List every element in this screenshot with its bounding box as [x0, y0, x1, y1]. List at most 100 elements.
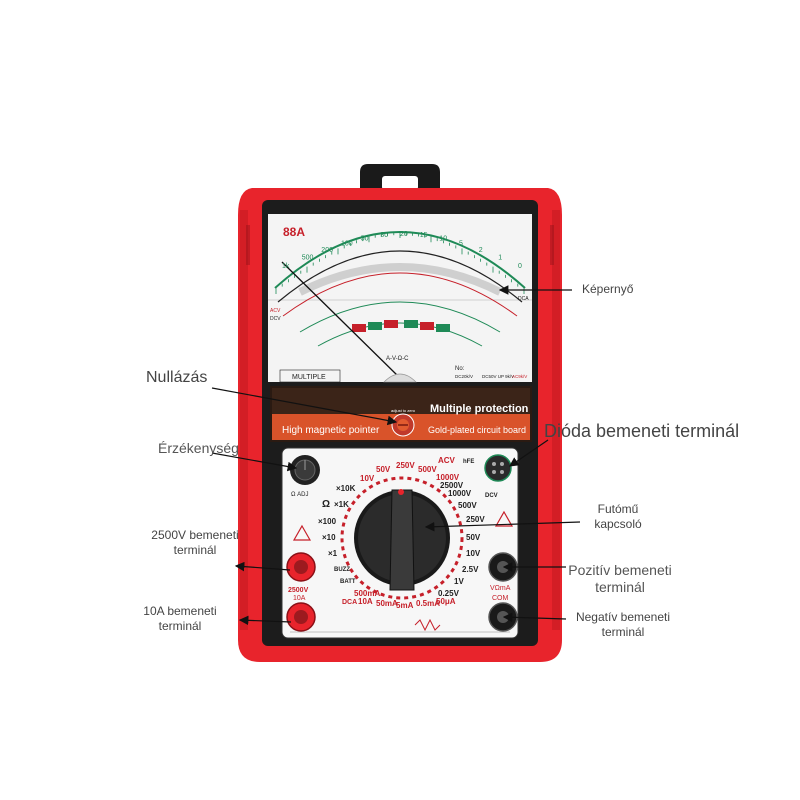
multiple-badge: MULTIPLE	[292, 374, 326, 381]
arrow-sensitivity	[211, 452, 298, 472]
callout-input-10a: 10A bemeneti terminál	[130, 604, 230, 634]
dial-face-label: A-V-Ω-C	[386, 356, 409, 362]
hfe-label: hFE	[463, 459, 474, 465]
dcv-range-label: 10V	[466, 549, 481, 558]
dca-range-label: 5mA	[396, 601, 414, 610]
zero-adjust-caption: adjust to zero	[391, 408, 416, 413]
acv-range-label: 10V	[360, 474, 375, 483]
callout-display: Képernyő	[582, 282, 634, 296]
arrow-negative	[502, 612, 567, 623]
dcv-range-label: 50V	[466, 533, 481, 542]
arrow-10a	[238, 615, 292, 626]
terminal-negative-label: COM	[492, 595, 509, 602]
ohm-symbol: Ω	[322, 499, 330, 510]
hfe-socket[interactable]	[484, 454, 512, 482]
serial-label: No:	[455, 366, 465, 372]
spec-mid: DC50V UP 9k/V	[482, 374, 514, 379]
callout-zero-adjust: Nullázás	[146, 369, 208, 386]
sensitivity-knob[interactable]: Ω ADJ	[290, 455, 320, 498]
dca-range-label: 50mA	[376, 599, 398, 608]
terminal-2500v[interactable]: 2500V	[286, 552, 316, 594]
bottom-decoration	[414, 618, 441, 632]
ohm-tick-label: 1	[498, 255, 502, 262]
dcv-range-label: 0.25V	[438, 589, 460, 598]
ohm-tick-label: 30	[380, 232, 388, 239]
dca-range-label: 500mA	[354, 589, 380, 598]
dca-range-label: 10A	[358, 597, 373, 606]
ohm-range-label: ×1K	[334, 500, 349, 509]
dcv-label: DCV	[485, 493, 498, 499]
callout-selector-line2: kapcsoló	[594, 517, 642, 531]
ohm-range-label: ×100	[318, 517, 337, 526]
callout-input-2500v-line1: 2500V bemeneti	[151, 528, 239, 542]
terminal-10a-label: 10A	[293, 595, 306, 602]
ohm-tick-label: 15	[420, 232, 428, 239]
ohm-tick-label: 10	[439, 235, 447, 242]
callout-selector-line1: Futómű	[597, 502, 639, 516]
dcv-range-label: 2.5V	[462, 565, 479, 574]
ohm-tick-label: 0	[518, 263, 522, 270]
ohm-range-label: ×10K	[336, 484, 356, 493]
spec-right: AC9k/V	[512, 374, 527, 379]
dcv-range-label: 250V	[466, 515, 485, 524]
callout-selector: Futómű kapcsoló	[590, 502, 646, 532]
panel-left-label: High magnetic pointer	[282, 425, 380, 436]
ohm-tick-label: 1k	[282, 263, 290, 270]
ohm-range-label: ×1	[328, 549, 338, 558]
arrow-zero-adjust	[211, 387, 398, 426]
dca-scale-label: DCA	[518, 296, 529, 302]
callout-input-10a-line1: 10A bemeneti	[143, 604, 217, 618]
dca-label: DCA	[342, 599, 357, 606]
buzz-label: BUZZ	[334, 567, 350, 573]
acv-range-label: 500V	[418, 465, 437, 474]
panel-right-label: Gold-plated circuit board	[428, 425, 526, 435]
callout-input-2500v: 2500V bemeneti terminál	[140, 528, 250, 558]
acv-label: ACV	[438, 456, 456, 465]
dcv-range-label: 1000V	[448, 489, 472, 498]
rotary-selector[interactable]	[340, 476, 464, 600]
ohm-range-label: ×10	[322, 533, 336, 542]
callout-negative: Negatív bemeneti terminál	[564, 610, 682, 640]
terminal-positive-label: VΩmA	[490, 585, 511, 592]
zero-adjust-knob[interactable]: adjust to zero	[391, 408, 416, 437]
arrow-selector	[424, 521, 581, 532]
panel-title: Multiple protection	[430, 403, 529, 415]
callout-input-10a-line2: terminál	[158, 619, 202, 633]
ohm-tick-label: 5	[459, 240, 463, 247]
arrow-2500v	[234, 561, 291, 572]
dcv-scale-label: DCV	[270, 316, 281, 322]
callout-positive-line1: Pozitív bemeneti	[568, 562, 672, 578]
callout-diode-terminal: Dióda bemeneti terminál	[544, 421, 740, 441]
ohm-tick-label: 50	[361, 235, 369, 242]
dcv-range-label: 500V	[458, 501, 477, 510]
terminal-positive[interactable]: VΩmA	[488, 552, 518, 592]
terminal-10a[interactable]: 10A	[286, 595, 316, 632]
analog-display	[268, 214, 532, 383]
acv-range-label: 250V	[396, 461, 415, 470]
ohm-tick-label: 20	[400, 231, 408, 238]
dcv-range-label: 2500V	[440, 481, 464, 490]
model-label: 88A	[283, 225, 305, 239]
ohm-tick-label: 200	[321, 247, 333, 254]
callout-positive-line2: terminál	[595, 579, 645, 595]
ohm-tick-label: 100	[341, 240, 353, 247]
ohm-adj-label: Ω ADJ	[291, 492, 309, 498]
callout-sensitivity: Érzékenység	[158, 440, 239, 456]
terminal-2500v-label: 2500V	[288, 587, 309, 594]
callout-positive: Pozitív bemeneti terminál	[560, 562, 680, 596]
warning-icons	[292, 510, 514, 541]
callout-negative-line2: terminál	[601, 625, 645, 639]
callout-negative-line1: Negatív bemeneti	[575, 610, 671, 624]
ohm-tick-label: 2	[479, 247, 483, 254]
batt-label: BATT	[340, 579, 356, 585]
dcv-range-label: 1V	[454, 577, 464, 586]
acv-scale-label: ACV	[270, 308, 281, 314]
callout-input-2500v-line2: terminál	[173, 543, 217, 557]
acv-range-label: 50V	[376, 465, 391, 474]
dca-range-label: 0.5mA	[416, 599, 440, 608]
spec-left: DC20k/V	[455, 374, 473, 379]
dca-range-label: 50μA	[436, 597, 456, 606]
